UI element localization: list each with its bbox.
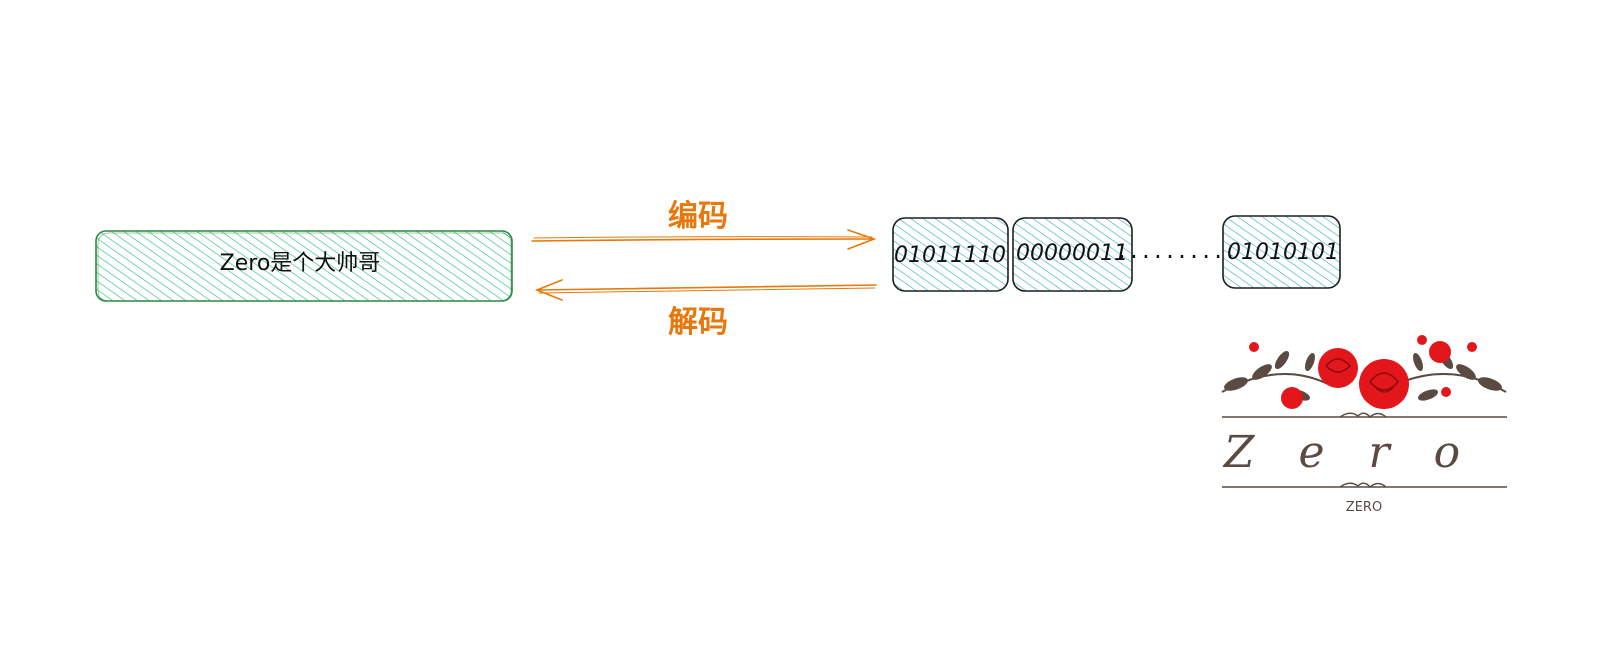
ellipsis: .......... — [1116, 239, 1236, 263]
byte-value: 01011110 — [894, 243, 1006, 268]
source-text: Zero是个大帅哥 — [220, 251, 381, 276]
decode-arrow — [537, 280, 876, 300]
encode-label: 编码 — [668, 199, 728, 234]
source-text-box: Zero是个大帅哥 — [96, 231, 512, 301]
byte-box: 01011110 — [893, 218, 1008, 291]
byte-box: 01010101 — [1223, 216, 1340, 288]
logo-subtitle: ZERO — [1346, 500, 1382, 515]
byte-value: 00000011 — [1016, 241, 1128, 266]
byte-box: 00000011 — [1013, 218, 1132, 291]
byte-value: 01010101 — [1227, 240, 1339, 265]
zero-logo: Zero ZERO — [1222, 335, 1507, 515]
rose-icon — [1249, 335, 1477, 409]
decode-label: 解码 — [668, 305, 728, 340]
logo-title: Zero — [1222, 427, 1504, 478]
